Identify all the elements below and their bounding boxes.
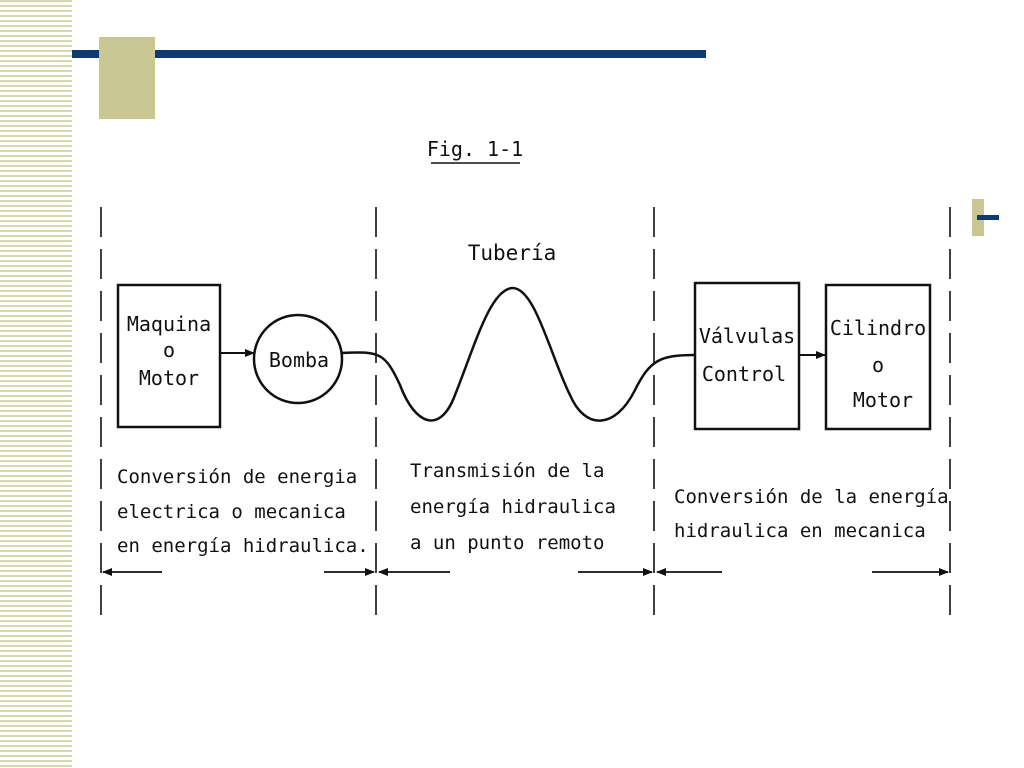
motor-label-2: o: [163, 338, 175, 362]
section3-line2: hidraulica en mecanica: [674, 520, 926, 542]
valves-label-2: Control: [702, 362, 786, 386]
section2-line2: energía hidraulica: [410, 496, 616, 518]
section1-line3: en energía hidraulica.: [117, 535, 369, 557]
motor-label-3: Motor: [139, 366, 199, 390]
bullet-accent-bar: [977, 215, 999, 220]
section2-line3: a un punto remoto: [410, 532, 604, 554]
section1-line1: Conversión de energia: [117, 466, 357, 488]
section2-line1: Transmisión de la: [410, 460, 604, 482]
cylinder-box: [824, 283, 932, 431]
pump-circle: [252, 313, 344, 405]
valves-label-1: Válvulas: [699, 324, 795, 348]
section1-line2: electrica o mecanica: [117, 501, 346, 523]
hydraulic-system-diagram: Fig. 1-1 Tubería Maquina o Motor Bomba V…: [100, 137, 951, 615]
cylinder-label-3: Motor: [853, 388, 913, 412]
pipe-wave: [341, 286, 696, 422]
motor-box: [116, 283, 222, 429]
figure-title: Fig. 1-1: [427, 137, 523, 161]
valves-box: [693, 281, 801, 431]
cylinder-label-2: o: [872, 353, 884, 377]
pipe-label: Tubería: [468, 241, 557, 265]
cylinder-label-1: Cilindro: [830, 316, 926, 340]
title-bar: [72, 50, 706, 58]
motor-label-1: Maquina: [127, 312, 211, 336]
section3-line1: Conversión de la energía: [674, 486, 949, 508]
pump-label: Bomba: [269, 348, 329, 372]
title-accent-square: [99, 37, 155, 119]
decorative-stripes-inner: [0, 120, 50, 640]
